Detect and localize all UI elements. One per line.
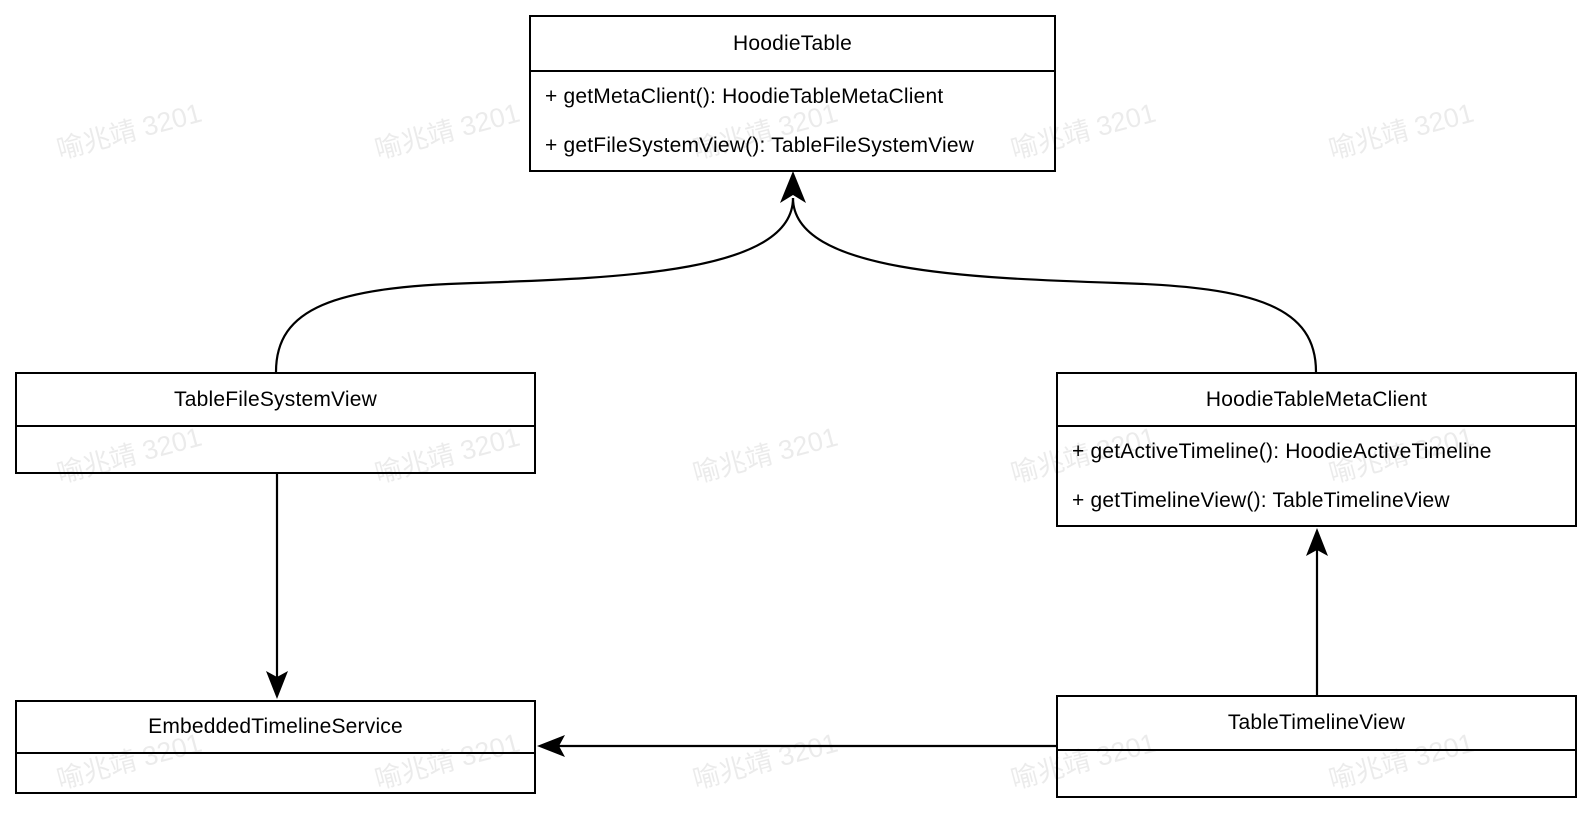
class-box-hoodie-table-meta-client: HoodieTableMetaClient + getActiveTimelin… (1056, 372, 1577, 527)
class-box-embedded-timeline-service: EmbeddedTimelineService (15, 700, 536, 794)
method-get-meta-client: + getMetaClient(): HoodieTableMetaClient (545, 84, 944, 108)
class-methods-hoodie-table-meta-client: + getActiveTimeline(): HoodieActiveTimel… (1058, 425, 1575, 525)
class-title-embedded-timeline-service: EmbeddedTimelineService (148, 715, 403, 738)
class-title-hoodie-table-meta-client: HoodieTableMetaClient (1205, 387, 1428, 411)
class-title-table-timeline-view: TableTimelineView (1227, 711, 1406, 734)
watermark-text: 喻兆靖 3201 (371, 97, 523, 166)
method-get-file-system-view: + getFileSystemView(): TableFileSystemVi… (545, 133, 975, 157)
class-methods-table-timeline-view (1058, 749, 1575, 796)
watermark-text: 喻兆靖 3201 (53, 97, 205, 166)
edge-hoodietablemetaclient-to-hoodietable (791, 197, 1318, 373)
arrowhead-into-hoodietable (780, 171, 806, 203)
class-title-hoodie-table: HoodieTable (733, 31, 852, 55)
class-box-hoodie-table: HoodieTable + getMetaClient(): HoodieTab… (529, 15, 1056, 172)
method-get-timeline-view: + getTimelineView(): TableTimelineView (1072, 488, 1450, 512)
class-title-table-file-system-view: TableFileSystemView (174, 387, 377, 411)
arrowhead-into-embeddedtimelineservice-right (537, 735, 565, 757)
watermark-text: 喻兆靖 3201 (689, 421, 841, 490)
watermark-text: 喻兆靖 3201 (1325, 97, 1477, 166)
arrowhead-into-embeddedtimelineservice-top (266, 671, 288, 699)
edge-tablefilesystemview-to-hoodietable (274, 197, 795, 373)
class-box-table-timeline-view: TableTimelineView (1056, 695, 1577, 798)
method-get-active-timeline: + getActiveTimeline(): HoodieActiveTimel… (1072, 439, 1492, 463)
class-methods-table-file-system-view (17, 425, 534, 472)
arrowhead-into-hoodietablemetaclient-bottom (1306, 528, 1328, 556)
class-methods-hoodie-table: + getMetaClient(): HoodieTableMetaClient… (531, 70, 1054, 170)
watermark-text: 喻兆靖 3201 (689, 727, 841, 796)
class-methods-embedded-timeline-service (17, 752, 534, 792)
class-box-table-file-system-view: TableFileSystemView (15, 372, 536, 474)
